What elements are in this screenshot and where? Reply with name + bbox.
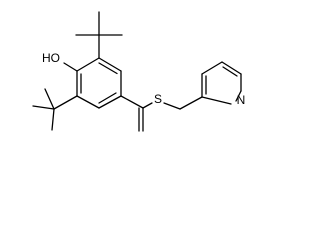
thioester-group: S [120,92,203,132]
double-bond-inner [222,66,238,77]
bond [201,61,223,75]
bond [44,88,55,110]
bond [221,61,242,75]
bond [32,105,55,110]
bond [51,108,55,131]
bond [53,95,78,110]
hydroxyl-label: HO [42,51,60,65]
bond [201,96,232,105]
benzene-ring [76,57,122,109]
bond [63,62,78,72]
chemical-structure: HO S N [32,11,246,132]
tert-butyl-top [75,11,123,59]
bond [163,102,181,110]
sulfur-label: S [154,92,162,106]
pyridine-ring: N [201,61,246,107]
bond [179,96,203,110]
bond [235,90,242,102]
pyridine-nitrogen-label: N [237,93,246,107]
bond [76,57,100,72]
bond [120,95,144,109]
double-bond-inner [98,62,118,75]
double-bond-inner [98,92,117,104]
bond [98,95,122,109]
bond [142,102,153,109]
hydroxyl-group: HO [42,51,78,72]
bond [76,95,100,109]
tert-butyl-left [32,88,78,131]
bond [98,57,122,72]
